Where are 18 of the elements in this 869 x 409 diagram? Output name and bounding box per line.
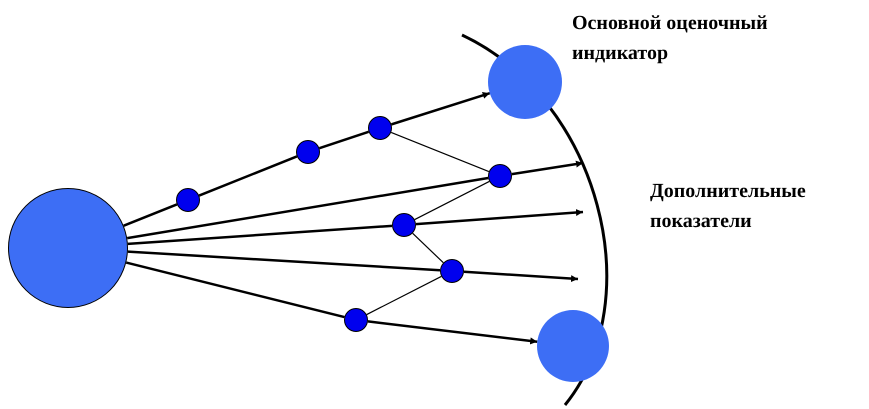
connector-line [128,250,440,272]
connector-line [390,132,490,172]
connector-line [318,130,370,150]
connector-line [366,276,442,316]
arrow [464,270,578,282]
connector-line [123,203,178,227]
connector-line [198,155,298,197]
label-text: Дополнительные показатели [650,179,807,234]
arrow [416,209,584,226]
connector-line [128,224,392,246]
connector-line [412,232,444,264]
connector-line [126,176,488,240]
connector-line [126,261,345,318]
connector-line [414,180,490,220]
arrow [391,92,490,126]
arrow [512,160,584,176]
arrow [368,320,538,344]
label-text: Основной оценочный индикатор [572,11,769,66]
